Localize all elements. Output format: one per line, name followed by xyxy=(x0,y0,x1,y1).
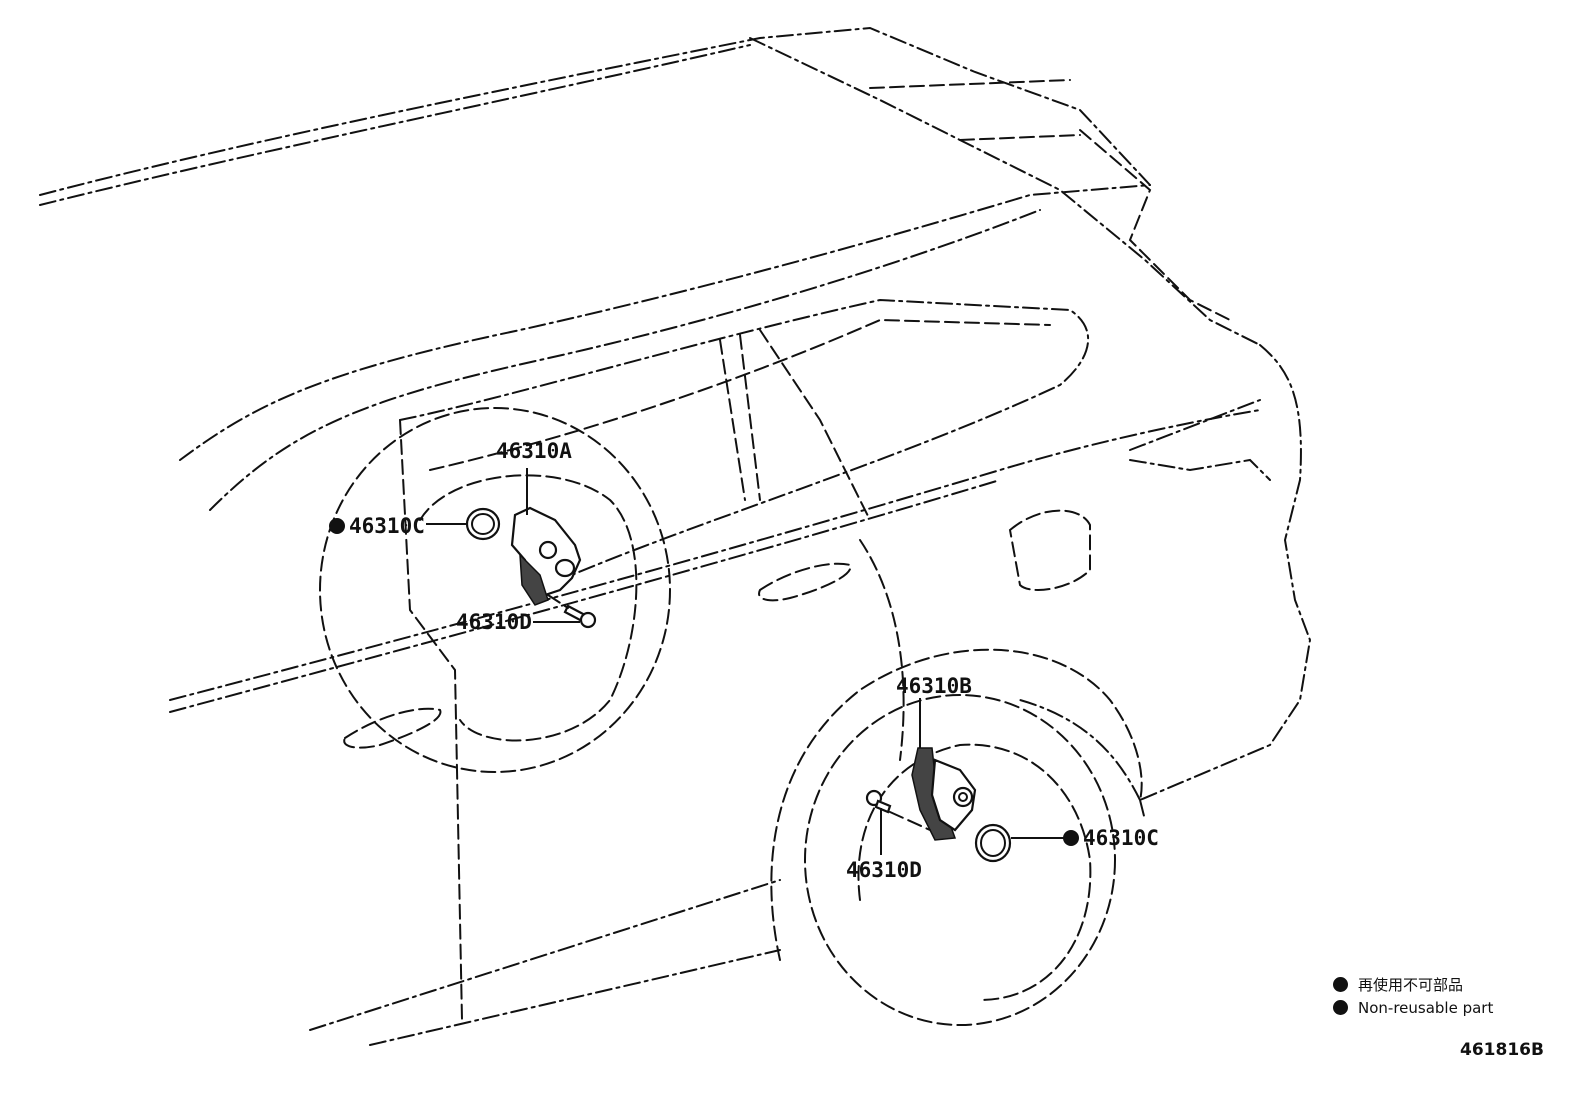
rear-spoiler xyxy=(749,37,1261,346)
front-bolt-head xyxy=(579,611,597,629)
leader-lines xyxy=(426,468,1068,855)
front-o-ring-inner xyxy=(471,513,495,535)
front-door-handle xyxy=(343,707,442,749)
legend-row-japanese: 再使用不可部品 xyxy=(1333,973,1493,996)
rear-bumper xyxy=(1019,699,1146,821)
callouts: 46310A 46310C 46310D 46310B 46310C 46310… xyxy=(329,439,1159,882)
spoiler-edge xyxy=(869,79,1231,321)
rear-wheel-arch-outer xyxy=(770,648,1143,961)
rear-bolt-shank xyxy=(874,799,892,814)
roof-rail-lower xyxy=(39,44,751,206)
legend-row-english: Non-reusable part xyxy=(1333,996,1493,1019)
rear-door-handle xyxy=(758,562,852,602)
rear-lamp-line xyxy=(1129,399,1271,481)
rear-wheel-liner xyxy=(804,694,1116,1026)
legend: 再使用不可部品 Non-reusable part xyxy=(1333,973,1493,1019)
rear-o-ring-inner xyxy=(980,829,1006,857)
roof-line-inner xyxy=(209,209,1041,511)
legend-dot-icon xyxy=(1333,1000,1348,1015)
non-reusable-marker-front xyxy=(329,518,345,534)
window-frame xyxy=(399,298,1089,581)
leader-bolt-to-sensor-rear xyxy=(889,811,931,831)
front-wheel-arch-inner xyxy=(419,474,638,742)
legend-dot-icon xyxy=(1333,977,1348,992)
rear-sensor-boss-inner xyxy=(958,792,968,802)
belt-line xyxy=(169,409,1261,701)
front-door-edge xyxy=(399,419,463,1021)
front-sensor-bracket xyxy=(519,553,549,606)
belt-line-2 xyxy=(169,479,1001,713)
non-reusable-marker-rear xyxy=(1063,830,1079,846)
roof-rail-upper xyxy=(39,26,1151,196)
legend-text-japanese: 再使用不可部品 xyxy=(1358,976,1464,994)
callout-46310d-front: 46310D xyxy=(456,610,532,634)
window-inner xyxy=(429,318,1051,471)
front-bolt xyxy=(563,604,597,629)
b-pillar xyxy=(719,329,871,521)
rear-door-edge xyxy=(859,539,905,761)
callout-46310a: 46310A xyxy=(496,439,572,463)
rear-bolt xyxy=(865,789,892,814)
leader-bolt-to-sensor-front xyxy=(547,594,569,609)
vehicle-outline xyxy=(39,26,1312,1046)
rear-o-ring xyxy=(974,823,1012,863)
callout-46310c-front: 46310C xyxy=(349,514,425,538)
rocker-line xyxy=(309,879,781,1046)
callout-46310b: 46310B xyxy=(896,674,972,698)
front-o-ring xyxy=(465,507,501,541)
front-wheel-arch-outer xyxy=(319,407,671,773)
front-sensor-boss xyxy=(538,540,558,560)
rear-sensor-boss xyxy=(952,786,974,808)
front-wheel-house xyxy=(319,407,671,773)
figure-code: 461816B xyxy=(1460,1040,1544,1060)
front-sensor-connector xyxy=(554,558,576,578)
roof-line xyxy=(179,184,1151,461)
callout-46310c-rear: 46310C xyxy=(1083,826,1159,850)
rear-height-sensor xyxy=(911,747,977,841)
legend-text-english: Non-reusable part xyxy=(1358,998,1494,1017)
rear-pillar xyxy=(1139,344,1312,801)
callout-46310d-rear: 46310D xyxy=(846,858,922,882)
front-height-sensor xyxy=(510,506,582,606)
fuel-lid xyxy=(1008,509,1091,591)
